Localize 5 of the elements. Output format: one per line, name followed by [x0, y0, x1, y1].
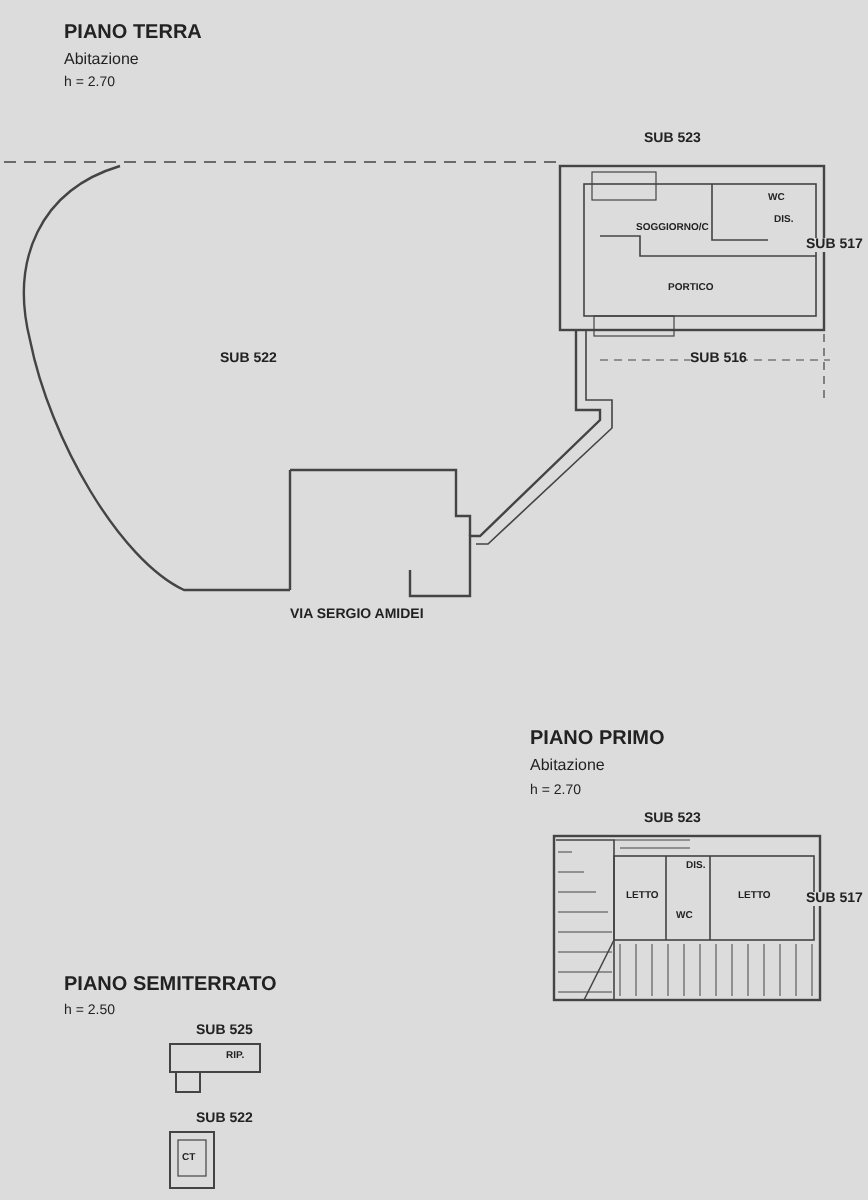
floor-subheading: Abitazione: [530, 758, 605, 774]
floor-heading: PIANO TERRA: [64, 24, 202, 44]
floor-heading: PIANO PRIMO: [530, 730, 665, 750]
floor-subheading: Abitazione: [64, 52, 139, 68]
floor-heading: PIANO SEMITERRATO: [64, 976, 277, 996]
